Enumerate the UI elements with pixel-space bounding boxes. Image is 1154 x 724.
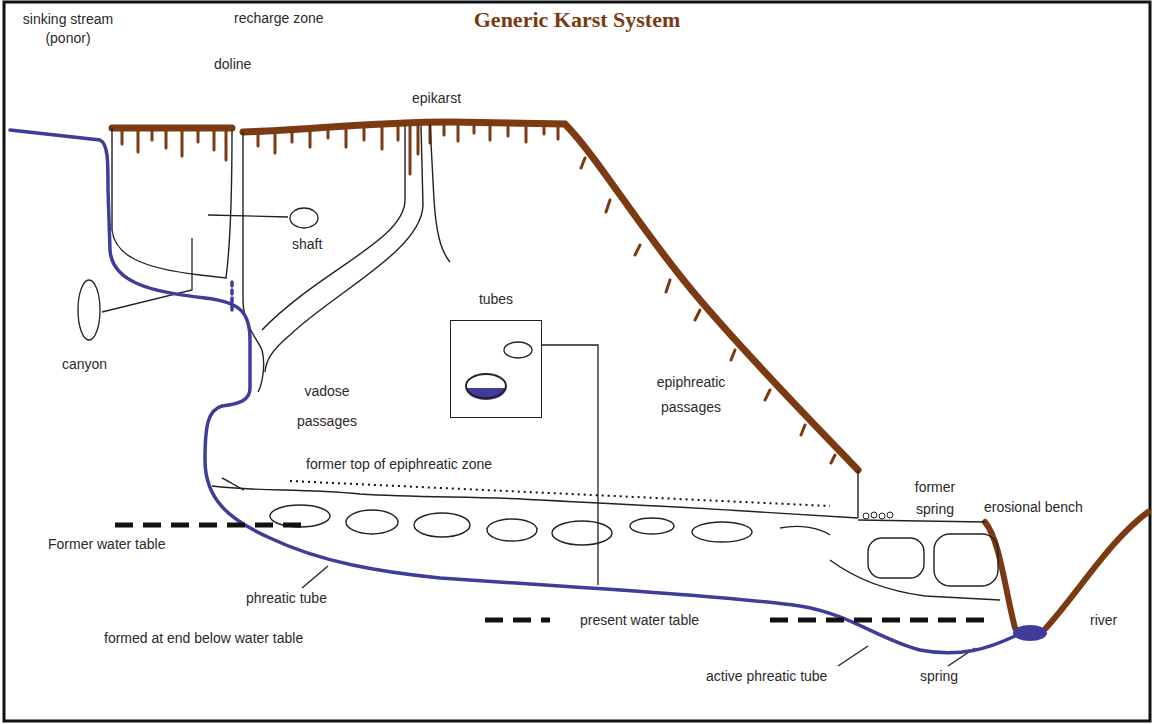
feature-label: river xyxy=(1090,612,1117,629)
feature-label: spring xyxy=(920,668,958,685)
feature-label: Former water table xyxy=(48,536,165,553)
feature-label: canyon xyxy=(62,356,107,373)
inset-box: tubes xyxy=(450,320,542,418)
feature-label: formed at end below water table xyxy=(104,630,303,647)
feature-label: active phreatic tube xyxy=(706,668,827,685)
feature-label: epiphreatic passages xyxy=(642,370,740,420)
feature-label: shaft xyxy=(292,236,322,253)
feature-label: epikarst xyxy=(412,90,461,107)
feature-label: erosional bench xyxy=(984,499,1083,516)
feature-label: former spring xyxy=(900,476,970,520)
water-table-lines xyxy=(115,481,990,620)
ground-surface xyxy=(112,122,1148,628)
feature-label: sinking stream (ponor) xyxy=(14,10,122,48)
leader-lines xyxy=(78,208,975,666)
feature-label: phreatic tube xyxy=(246,590,327,607)
title: Generic Karst System xyxy=(0,7,1154,33)
water xyxy=(10,130,1047,653)
feature-label: doline xyxy=(214,56,251,73)
frame xyxy=(4,2,1150,721)
feature-label: present water table xyxy=(580,612,699,629)
cave-passages xyxy=(112,124,1000,600)
feature-label: recharge zone xyxy=(234,10,324,27)
feature-label: vadose passages xyxy=(290,376,364,436)
pebbles xyxy=(863,512,893,519)
inset-heading: tubes xyxy=(441,291,551,307)
feature-label: former top of epiphreatic zone xyxy=(306,456,492,473)
